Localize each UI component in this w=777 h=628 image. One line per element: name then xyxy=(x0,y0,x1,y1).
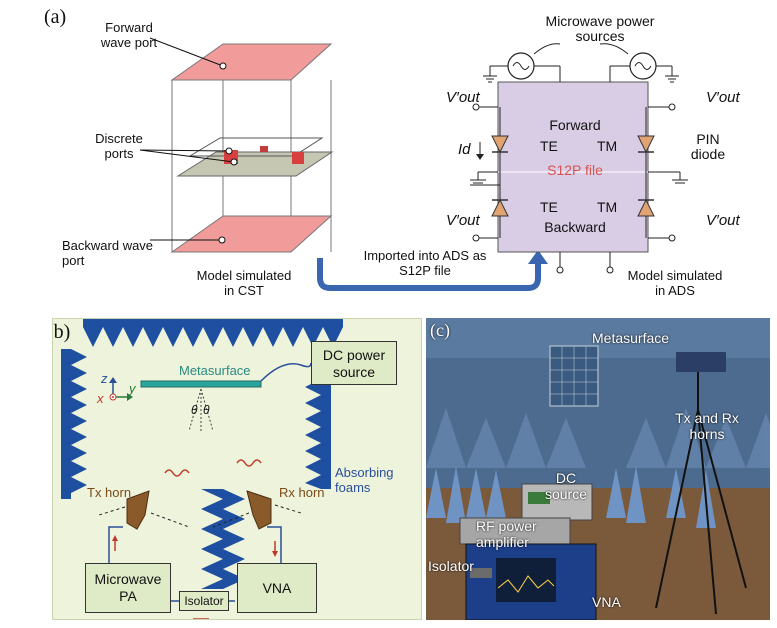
tx-horn-shape xyxy=(126,490,150,530)
theta-right-label: θ xyxy=(203,403,210,417)
vout-left-top: V′out xyxy=(446,89,480,106)
photo-rf-amplifier xyxy=(459,517,571,545)
panel-b-letter: (b) xyxy=(53,321,71,343)
diode-current-label: Id xyxy=(458,141,471,158)
forward-wave-port-plane xyxy=(170,43,333,81)
isolator-box: Isolator xyxy=(179,591,229,611)
ads-s12p-label: S12P file xyxy=(547,162,603,178)
ads-tm-top: TM xyxy=(597,138,618,154)
vna-box: VNA xyxy=(237,563,317,613)
axis-y-label: y xyxy=(129,381,136,396)
ads-tm-bottom: TM xyxy=(597,199,618,215)
cst-model-drawing xyxy=(139,37,548,291)
measurement-setup-diagram xyxy=(61,319,343,619)
ads-schematic xyxy=(470,43,688,274)
ads-s12p-box xyxy=(497,81,649,253)
rx-horn-shape xyxy=(246,490,272,530)
photo-isolator-label: Isolator xyxy=(428,558,474,574)
metasurface-bar xyxy=(140,380,262,388)
ads-forward-label: Forward xyxy=(549,117,601,133)
import-arrow xyxy=(317,258,541,291)
panel-a: (a) Fo xyxy=(0,0,777,310)
vout-left-bottom: V′out xyxy=(446,212,480,229)
ads-te-top: TE xyxy=(540,138,558,154)
photo-horns xyxy=(676,352,726,372)
axis-z-label: z xyxy=(101,371,108,386)
pin-diode-right-bottom xyxy=(637,198,655,217)
vout-right-top: V′out xyxy=(706,89,740,106)
tx-horn-label: Tx horn xyxy=(87,485,132,500)
lab-photo xyxy=(426,318,770,620)
ads-backward-label: Backward xyxy=(544,219,606,235)
panel-b: (b) xyxy=(52,318,422,620)
pin-diode-left-bottom xyxy=(491,198,509,217)
rx-horn-label: Rx horn xyxy=(279,485,325,500)
axis-x-label: x xyxy=(97,391,104,406)
pin-diode-left-top xyxy=(491,135,509,154)
theta-left-label: θ xyxy=(191,403,198,417)
panel-a-letter: (a) xyxy=(44,6,67,28)
discrete-port-2 xyxy=(292,152,304,164)
metasurface-label: Metasurface xyxy=(179,363,251,378)
pin-diode-right-top xyxy=(637,135,655,154)
panel-c-letter: (c) xyxy=(430,320,450,340)
ads-te-bottom: TE xyxy=(540,199,558,215)
photo-isolator xyxy=(470,568,492,578)
photo-metasurface-label: Metasurface xyxy=(592,330,670,346)
photo-vna-label: VNA xyxy=(592,594,621,610)
vout-right-bottom: V′out xyxy=(706,212,740,229)
